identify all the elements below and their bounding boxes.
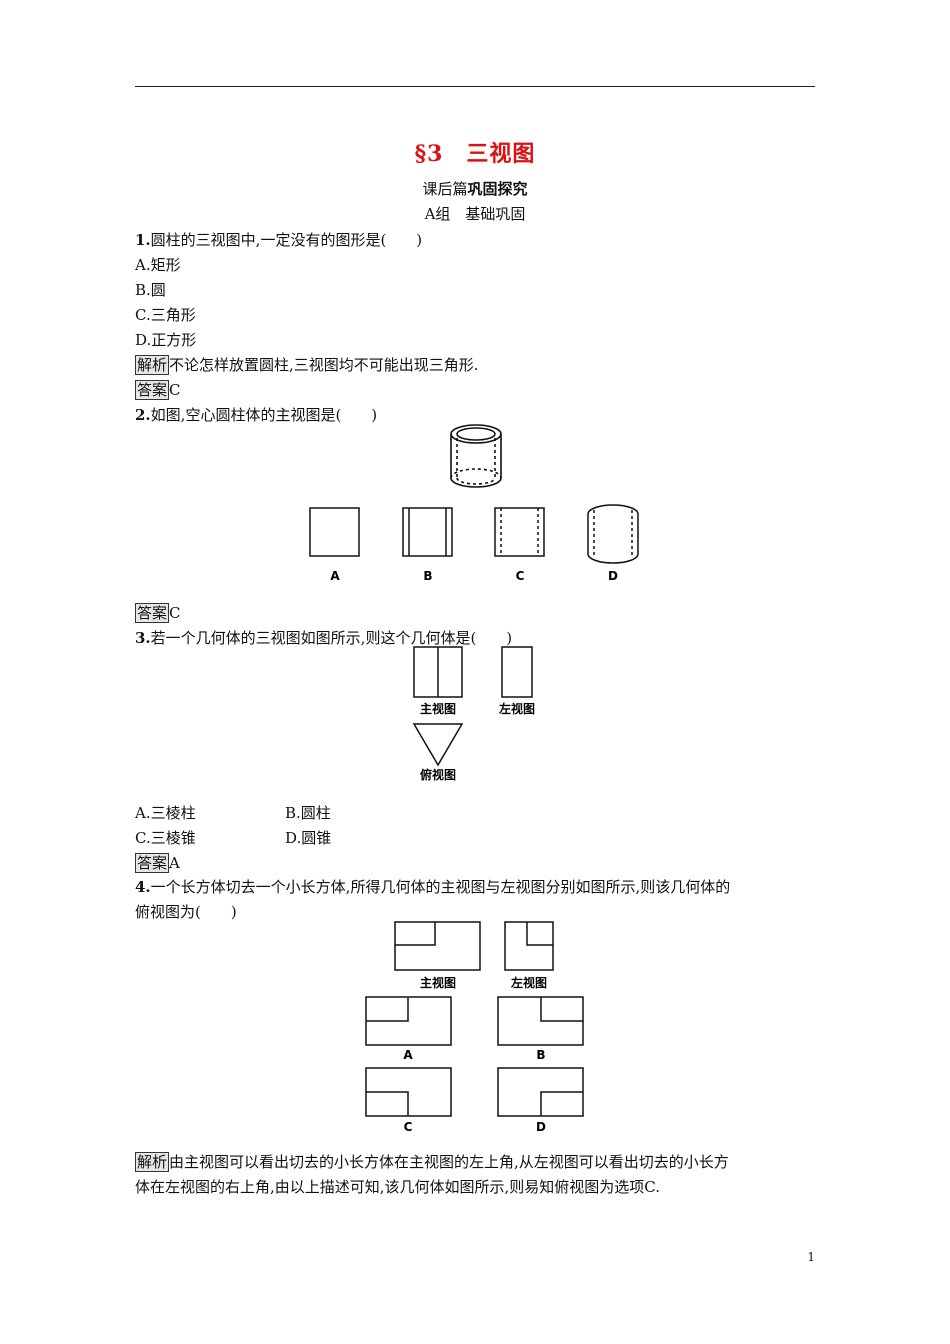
analysis-tag: 解析: [135, 1152, 170, 1172]
option-d: D.正方形: [135, 331, 197, 349]
question-number: 2.: [135, 406, 151, 424]
analysis-text-line1: 由主视图可以看出切去的小长方体在主视图的左上角,从左视图可以看出切去的小长方: [169, 1153, 729, 1171]
front-view-label: 主视图: [420, 975, 456, 990]
option-c: C.三棱锥: [135, 829, 196, 847]
question-text: 如图,空心圆柱体的主视图是( ): [150, 406, 378, 424]
question-text-line1: 一个长方体切去一个小长方体,所得几何体的主视图与左视图分别如图所示,则该几何体的: [150, 878, 731, 896]
front-view-label: 主视图: [420, 701, 456, 716]
analysis-4: 解析由主视图可以看出切去的小长方体在主视图的左上角,从左视图可以看出切去的小长方: [135, 1151, 729, 1172]
hollow-cylinder-figure: A B C D: [309, 424, 639, 583]
analysis-1: 解析不论怎样放置圆柱,三视图均不可能出现三角形.: [135, 354, 479, 375]
option-c: C.三角形: [135, 306, 196, 324]
question-number: 4.: [135, 878, 151, 896]
choice-a-shape: [309, 507, 360, 557]
question-1: 1.圆柱的三视图中,一定没有的图形是( ): [135, 229, 422, 250]
choice-label-d: D: [536, 1120, 546, 1134]
choice-d-shape: [587, 504, 639, 564]
question-text: 若一个几何体的三视图如图所示,则这个几何体是( ): [150, 629, 513, 647]
question-3: 3.若一个几何体的三视图如图所示,则这个几何体是( ): [135, 627, 512, 648]
question-number: 3.: [135, 629, 151, 647]
option-a: A.三棱柱: [135, 804, 196, 822]
question-text-line2: 俯视图为( ): [135, 903, 237, 921]
question-4: 4.一个长方体切去一个小长方体,所得几何体的主视图与左视图分别如图所示,则该几何…: [135, 876, 730, 897]
option-b: B.圆柱: [285, 804, 331, 822]
option-a: A.矩形: [135, 256, 181, 274]
answer-value: A: [169, 854, 180, 872]
choice-c-shape: [365, 1067, 452, 1117]
subtitle: 课后篇巩固探究: [0, 178, 950, 199]
answer-value: C: [169, 381, 181, 399]
choice-d-shape: [497, 1067, 584, 1117]
answer-tag: 答案: [135, 853, 170, 873]
choice-label-b: B: [536, 1048, 545, 1062]
analysis-text: 不论怎样放置圆柱,三视图均不可能出现三角形.: [169, 356, 479, 374]
side-view-label: 左视图: [498, 701, 535, 716]
option-b: B.圆: [135, 281, 166, 299]
question-text: 圆柱的三视图中,一定没有的图形是( ): [150, 231, 423, 249]
choice-label-a: A: [330, 569, 340, 583]
question-2: 2.如图,空心圆柱体的主视图是( ): [135, 404, 377, 425]
front-view-shape: [394, 921, 481, 971]
choice-label-c: C: [516, 569, 525, 583]
top-view-label: 俯视图: [420, 767, 456, 782]
choice-label-a: A: [403, 1048, 413, 1062]
analysis-text-line2: 体在左视图的右上角,由以上描述可知,该几何体如图所示,则易知俯视图为选项C.: [135, 1178, 661, 1196]
choice-b-shape: [497, 996, 584, 1046]
header-rule: [135, 86, 815, 87]
choice-a-shape: [365, 996, 452, 1046]
side-view-shape: [501, 646, 533, 698]
answer-value: C: [169, 604, 181, 622]
option-d: D.圆锥: [285, 829, 332, 847]
section-title: §3 三视图: [414, 141, 536, 167]
three-view-figure: 主视图 左视图 俯视图: [412, 646, 535, 782]
answer-tag: 答案: [135, 603, 170, 623]
group-label: A组 基础巩固: [424, 205, 526, 223]
answer-tag: 答案: [135, 380, 170, 400]
cut-box-figure: 主视图 左视图 A B C D: [365, 921, 584, 1134]
analysis-tag: 解析: [135, 355, 170, 375]
top-view-shape: [412, 723, 464, 767]
choice-label-b: B: [423, 569, 432, 583]
hollow-cylinder: [450, 424, 502, 488]
choice-c-shape: [494, 507, 545, 557]
side-view-shape: [504, 921, 554, 971]
subtitle-plain: 课后篇: [422, 180, 468, 198]
front-view-shape: [413, 646, 463, 698]
page-number: 1: [807, 1250, 815, 1264]
choice-label-d: D: [608, 569, 618, 583]
subtitle-bold: 巩固探究: [467, 180, 528, 198]
choice-label-c: C: [404, 1120, 413, 1134]
choice-b-shape: [402, 507, 453, 557]
question-number: 1.: [135, 231, 151, 249]
side-view-label: 左视图: [510, 975, 547, 990]
